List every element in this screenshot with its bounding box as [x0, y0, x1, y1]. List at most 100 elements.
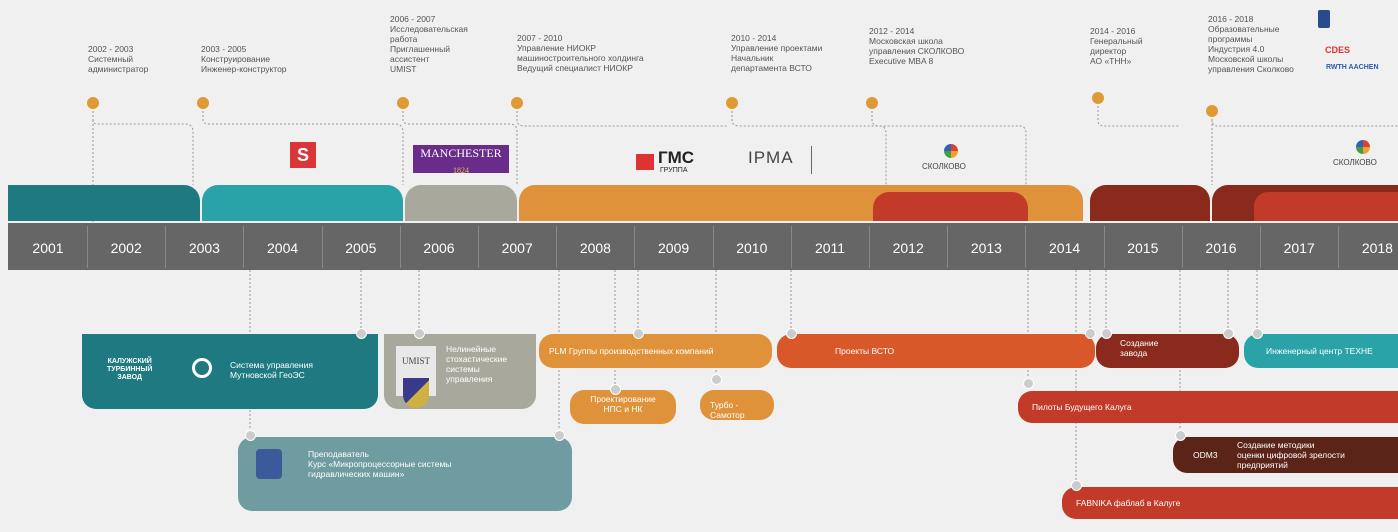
- bar-ceo: [1090, 185, 1210, 221]
- connector-dot: [633, 328, 644, 339]
- year-divider: [1103, 226, 1105, 268]
- career-text-2007: 2007 - 2010 Управление НИОКР машинострои…: [517, 33, 644, 73]
- career-dot: [511, 97, 523, 109]
- career-text-2002: 2002 - 2003 Системный администратор: [88, 44, 149, 74]
- year-tick-2003: 2003: [188, 240, 220, 256]
- ipma-logo: IPMA: [748, 148, 794, 167]
- connector-dot: [1085, 328, 1096, 339]
- year-divider: [399, 226, 401, 268]
- career-text-2010: 2010 - 2014 Управление проектами Начальн…: [731, 33, 823, 73]
- career-text-2006: 2006 - 2007 Исследовательская работа При…: [390, 14, 468, 74]
- year-divider: [947, 226, 949, 268]
- year-divider: [243, 226, 245, 268]
- career-dot: [866, 97, 878, 109]
- manchester-logo-text: MANCHESTER: [420, 146, 502, 160]
- career-dot: [726, 97, 738, 109]
- project-teacher: Преподаватель Курс «Микропроцессорные си…: [238, 437, 572, 511]
- project-stochastic: UMIST Нелинейные стохастические системы …: [384, 334, 536, 409]
- manchester-logo-year: 1824: [453, 166, 469, 175]
- project-odm3: ОDМ3 Создание методики оценки цифровой з…: [1173, 437, 1398, 473]
- career-dot: [197, 97, 209, 109]
- connector-dot: [610, 384, 621, 395]
- bar-engineer: [202, 185, 403, 221]
- year-tick-2007: 2007: [501, 240, 533, 256]
- year-divider: [634, 226, 636, 268]
- bar-sysadmin: [8, 185, 200, 221]
- career-text-2012: 2012 - 2014 Московская школа управления …: [869, 26, 965, 66]
- kaluga-logo: КАЛУЖСКИЙ ТУРБИННЫЙ ЗАВОД: [107, 358, 153, 381]
- year-tick-2018: 2018: [1361, 240, 1393, 256]
- connector-dot: [786, 328, 797, 339]
- year-tick-2006: 2006: [423, 240, 455, 256]
- year-tick-2008: 2008: [579, 240, 611, 256]
- project-vsto: Проекты ВСТО: [777, 334, 1095, 368]
- skolkovo-icon: [1356, 140, 1370, 154]
- umist-logo: UMIST: [396, 346, 436, 408]
- year-tick-2016: 2016: [1205, 240, 1237, 256]
- year-tick-2015: 2015: [1127, 240, 1159, 256]
- connector-dot: [554, 430, 565, 441]
- project-mutnovsk-label: Система управления Мутновской ГеоЭС: [230, 360, 313, 380]
- gms-logo: ГМС ГРУППА: [636, 148, 708, 176]
- connector-dot: [1023, 378, 1034, 389]
- solidworks-logo: S: [290, 142, 316, 168]
- connector-dot: [356, 328, 367, 339]
- connector-dot: [1252, 328, 1263, 339]
- connector-dot: [1071, 480, 1082, 491]
- year-divider: [1025, 226, 1027, 268]
- year-tick-2014: 2014: [1049, 240, 1081, 256]
- year-divider: [869, 226, 870, 268]
- skolkovo-logo-2: СКОЛКОВО: [1333, 158, 1377, 167]
- gms-logo-sub: ГРУППА: [660, 167, 688, 174]
- year-divider: [1260, 226, 1261, 268]
- year-divider: [165, 226, 167, 268]
- skolkovo-logo: СКОЛКОВО: [922, 162, 966, 171]
- umist-logo-text: UMIST: [401, 356, 430, 366]
- project-factory: Создание завода: [1096, 334, 1239, 368]
- year-tick-2011: 2011: [814, 240, 846, 256]
- project-turbo: Турбо - Самотор: [700, 390, 774, 420]
- connector-dot: [245, 430, 256, 441]
- university-crest-icon: [1318, 10, 1330, 28]
- year-tick-2001: 2001: [32, 240, 64, 256]
- skolkovo-icon: [944, 144, 958, 158]
- year-tick-2005: 2005: [345, 240, 377, 256]
- year-divider: [556, 226, 558, 268]
- project-eng-center: Инженерный центр ТЕХНЕ: [1244, 334, 1398, 368]
- connector-dot: [711, 374, 722, 385]
- career-dot: [1092, 92, 1104, 104]
- project-plm: PLM Группы производственных компаний: [539, 334, 772, 368]
- project-mutnovsk: КАЛУЖСКИЙ ТУРБИННЫЙ ЗАВОД Система управл…: [82, 334, 378, 409]
- bar-mba: [873, 192, 1028, 221]
- year-tick-2009: 2009: [658, 240, 690, 256]
- career-text-2016: 2016 - 2018 Образовательные программы Ин…: [1208, 14, 1294, 74]
- year-tick-2002: 2002: [110, 240, 142, 256]
- year-divider: [321, 226, 323, 268]
- bar-research: [405, 185, 517, 221]
- year-tick-2012: 2012: [892, 240, 924, 256]
- connector-dot: [1175, 430, 1186, 441]
- ipma-divider: [811, 146, 812, 174]
- university-crest-icon: [256, 449, 282, 479]
- timeline-axis: [8, 223, 1398, 270]
- rwth-logo: RWTH AACHEN: [1326, 64, 1379, 71]
- connector-dot: [1101, 328, 1112, 339]
- year-tick-2010: 2010: [736, 240, 768, 256]
- year-divider: [87, 226, 88, 268]
- career-text-2014: 2014 - 2016 Генеральный директор АО «ТНН…: [1090, 26, 1143, 66]
- project-fabnik: FABNIKA фаблаб в Калуге: [1062, 487, 1398, 519]
- connector-dot: [1223, 328, 1234, 339]
- year-divider: [1338, 226, 1340, 268]
- year-divider: [478, 226, 479, 268]
- project-stochastic-label: Нелинейные стохастические системы управл…: [446, 344, 508, 384]
- year-tick-2004: 2004: [267, 240, 299, 256]
- connector-dot: [414, 328, 425, 339]
- kaluga-logo-icon: [192, 358, 212, 378]
- year-divider: [790, 226, 792, 268]
- project-odm3-tag: ОDМ3: [1193, 450, 1218, 460]
- project-teacher-label: Преподаватель Курс «Микропроцессорные си…: [308, 449, 452, 479]
- manchester-logo: MANCHESTER 1824: [413, 145, 509, 175]
- career-dot: [1206, 105, 1218, 117]
- career-text-2003: 2003 - 2005 Конструирование Инженер-конс…: [201, 44, 287, 74]
- gms-logo-mark: [636, 154, 654, 170]
